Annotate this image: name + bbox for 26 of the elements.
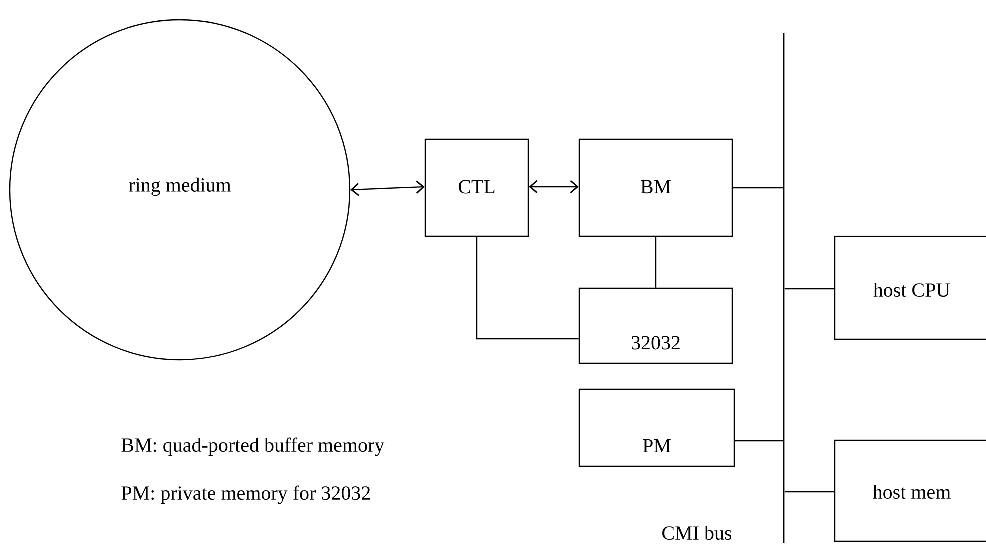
connector	[733, 187, 784, 189]
ring-circle	[9, 19, 351, 361]
note-text: BM: quad-ported buffer memory	[122, 438, 385, 456]
node-label: ring medium	[129, 178, 232, 196]
component-box	[578, 388, 736, 468]
node-label: host CPU	[874, 282, 950, 298]
component-box	[578, 138, 734, 238]
node-label: PM	[643, 439, 671, 453]
node-label: host mem	[873, 484, 951, 500]
node-label: CTL	[458, 180, 495, 194]
connector	[735, 440, 784, 442]
node-label: 32032	[632, 336, 680, 350]
connector	[476, 237, 579, 340]
connector	[529, 180, 579, 194]
connector	[784, 491, 834, 493]
node-label: BM	[641, 180, 671, 194]
component-box	[834, 440, 986, 542]
component-box	[578, 288, 734, 364]
bus-label: CMI bus	[662, 526, 732, 540]
bus-line	[783, 33, 785, 543]
component-box	[424, 138, 530, 238]
note-text: PM: private memory for 32032	[122, 486, 370, 504]
connector	[655, 237, 657, 288]
connector	[784, 288, 834, 290]
component-box	[834, 236, 986, 340]
connector	[350, 180, 425, 196]
